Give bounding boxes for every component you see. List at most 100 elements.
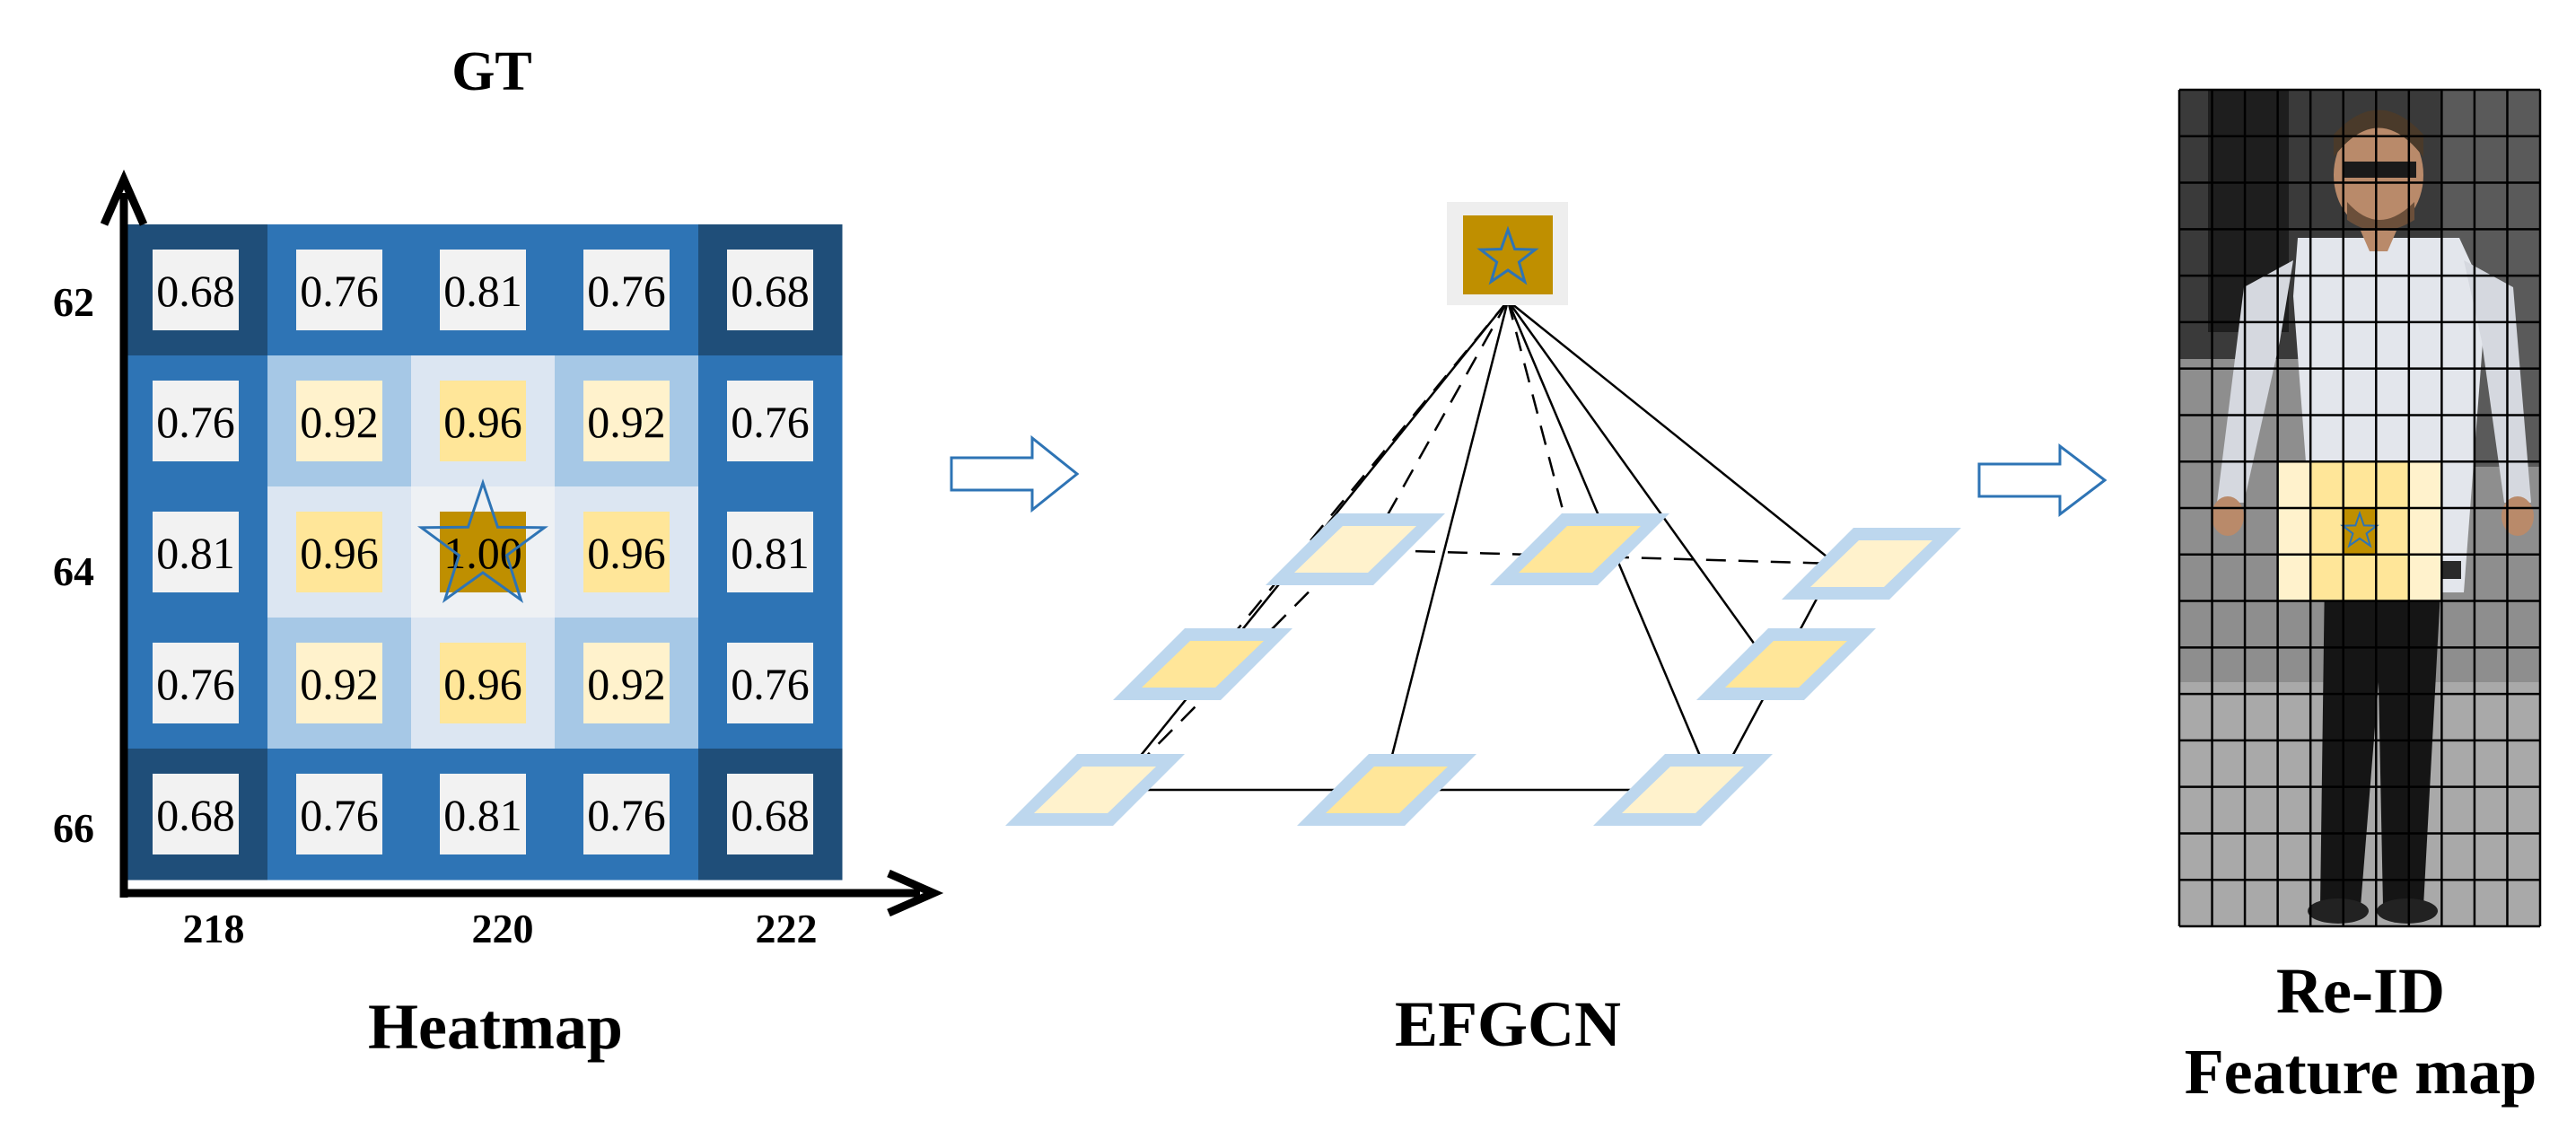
heatmap-cell-value: 0.96	[443, 397, 522, 447]
star-icon	[416, 478, 549, 604]
y-label-66: 66	[53, 805, 94, 851]
heatmap-cell-value: 0.76	[587, 790, 666, 840]
heatmap-value-box	[727, 381, 813, 461]
heatmap-cell-value: 0.76	[300, 790, 379, 840]
heatmap-value-box	[153, 250, 239, 330]
efgcn-edges	[1112, 300, 1837, 792]
efgcn-node	[1294, 526, 1416, 573]
heatmap-cell-value: 0.68	[156, 790, 235, 840]
feature-cell-highlight	[2408, 554, 2442, 601]
feature-cell-highlight	[2310, 554, 2344, 601]
efgcn-caption: EFGCN	[1395, 988, 1621, 1060]
heatmap-cell-value: 0.76	[156, 397, 235, 447]
heatmap-cell-value: 0.92	[300, 659, 379, 709]
flow-arrow-1	[950, 434, 1080, 513]
feature-cell-highlight	[2277, 508, 2311, 555]
heatmap-cell-value: 0.76	[731, 397, 810, 447]
heatmap-value-box	[727, 643, 813, 723]
heatmap-value-box	[440, 774, 526, 854]
efgcn-spoke	[1385, 300, 1510, 777]
efgcn-spoke	[1507, 300, 1836, 565]
heatmap-value-box	[583, 512, 670, 592]
efgcn-nodes	[1005, 513, 1961, 826]
heatmap-cell-value: 0.81	[731, 528, 810, 578]
reid-panel: Re-ID Feature map	[2177, 88, 2542, 1108]
x-label-218: 218	[183, 906, 245, 951]
heatmap-value-box	[296, 381, 382, 461]
heatmap-value-box	[583, 643, 670, 723]
efgcn-spoke	[1506, 300, 1761, 652]
efgcn-node	[1519, 526, 1641, 573]
feature-cell-highlight	[2277, 554, 2311, 601]
heatmap-value-box	[153, 774, 239, 854]
heatmap-value-box	[583, 250, 670, 330]
heatmap-value-box	[153, 512, 239, 592]
heatmap-cell-value: 0.81	[443, 790, 522, 840]
feature-cell-highlight	[2277, 461, 2311, 508]
heatmap-cell-value: 0.92	[300, 397, 379, 447]
heatmap-cell-value: 0.76	[587, 266, 666, 316]
feature-cell-highlight	[2310, 508, 2344, 555]
heatmap-value-box	[296, 512, 382, 592]
heatmap-cell-value: 0.76	[300, 266, 379, 316]
heatmap-value-box	[153, 643, 239, 723]
heatmap-cell-value: 0.68	[731, 266, 810, 316]
heatmap-cell-value: 0.96	[587, 528, 666, 578]
feature-cell-highlight	[2408, 508, 2442, 555]
star-icon	[1476, 225, 1539, 285]
y-axis-arrowhead	[100, 169, 148, 226]
efgcn-node	[1326, 767, 1448, 813]
heatmap-value-box	[153, 381, 239, 461]
y-label-62: 62	[53, 279, 94, 325]
efgcn-node	[1142, 641, 1264, 688]
heatmap-cell-value: 0.68	[731, 790, 810, 840]
heatmap-cell-value: 0.76	[156, 659, 235, 709]
x-label-222: 222	[756, 906, 818, 951]
heatmap-value-box	[440, 250, 526, 330]
efgcn-node	[1034, 767, 1156, 813]
heatmap-value-box	[583, 381, 670, 461]
feature-cell-highlight	[2343, 461, 2377, 508]
efgcn-spoke	[1215, 300, 1509, 656]
heatmap-value-box	[727, 250, 813, 330]
heatmap-value-box	[440, 381, 526, 461]
feature-cell-highlight	[2376, 554, 2409, 601]
heatmap-grid: 0.68 0.76 0.81 0.76 0.68 0.76 0.92 0.96 0.92 0.76…	[124, 224, 843, 881]
efgcn-node	[1622, 767, 1744, 813]
reid-caption-line1: Re-ID	[2276, 955, 2445, 1027]
heatmap-cell-value: 0.92	[587, 659, 666, 709]
heatmap-value-box	[296, 643, 382, 723]
heatmap-cell-value: 0.76	[731, 659, 810, 709]
heatmap-title: GT	[451, 41, 532, 102]
heatmap-cell-value: 0.81	[443, 266, 522, 316]
heatmap-cell-value: 0.68	[156, 266, 235, 316]
feature-cell-highlight	[2376, 508, 2409, 555]
heatmap-cell-value: 0.96	[443, 659, 522, 709]
feature-cell-highlight	[2376, 461, 2409, 508]
heatmap-value-box	[296, 250, 382, 330]
x-label-220: 220	[472, 906, 534, 951]
flow-arrow-2	[1977, 443, 2107, 518]
efgcn-panel: EFGCN	[1005, 202, 1961, 1060]
heatmap-value-box	[727, 774, 813, 854]
efgcn-node	[1810, 540, 1932, 587]
efgcn-node	[1725, 641, 1847, 688]
efgcn-spoke	[1506, 300, 1573, 541]
heatmap-value-box	[440, 643, 526, 723]
heatmap-value-box	[583, 774, 670, 854]
feature-cell-highlight	[2408, 461, 2442, 508]
star-icon	[2340, 510, 2379, 548]
heatmap-cell-value: 0.96	[300, 528, 379, 578]
feature-cell-highlight	[2310, 461, 2344, 508]
x-axis-arrowhead	[887, 869, 944, 917]
heatmap-caption: Heatmap	[368, 991, 623, 1063]
feature-cell-highlight	[2343, 554, 2377, 601]
reid-caption-line2: Feature map	[2185, 1036, 2537, 1108]
y-label-64: 64	[53, 548, 94, 594]
heatmap-cell-value: 0.81	[156, 528, 235, 578]
efgcn-spoke	[1371, 300, 1510, 541]
heatmap-value-box	[727, 512, 813, 592]
feature-grid	[2177, 88, 2542, 928]
heatmap-cell-value: 0.92	[587, 397, 666, 447]
